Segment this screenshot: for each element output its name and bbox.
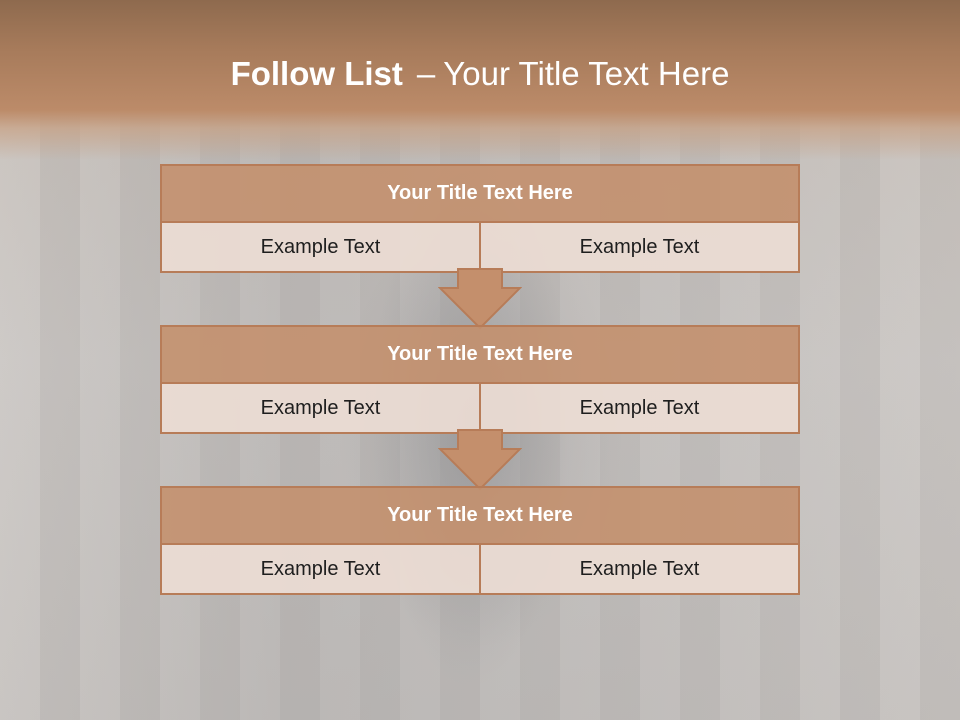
block-cell-right: Example Text — [479, 223, 798, 271]
block-title: Your Title Text Here — [162, 166, 798, 223]
block-cell-right: Example Text — [479, 384, 798, 432]
block-title: Your Title Text Here — [162, 488, 798, 545]
block-cell-left: Example Text — [162, 384, 479, 432]
title-rest: Your Title Text Here — [443, 55, 730, 92]
block-row: Example Text Example Text — [162, 223, 798, 271]
title-separator: – — [416, 55, 436, 92]
down-arrow-icon — [438, 429, 522, 491]
block-row: Example Text Example Text — [162, 545, 798, 593]
block-title: Your Title Text Here — [162, 327, 798, 384]
block-cell-right: Example Text — [479, 545, 798, 593]
title-bold: Follow List — [230, 55, 403, 92]
list-block-3: Your Title Text Here Example Text Exampl… — [160, 486, 800, 595]
header-band — [0, 0, 960, 160]
down-arrow-icon — [438, 268, 522, 330]
list-block-1: Your Title Text Here Example Text Exampl… — [160, 164, 800, 273]
list-block-2: Your Title Text Here Example Text Exampl… — [160, 325, 800, 434]
block-row: Example Text Example Text — [162, 384, 798, 432]
slide-title: Follow List–Your Title Text Here — [0, 55, 960, 93]
block-cell-left: Example Text — [162, 223, 479, 271]
block-cell-left: Example Text — [162, 545, 479, 593]
